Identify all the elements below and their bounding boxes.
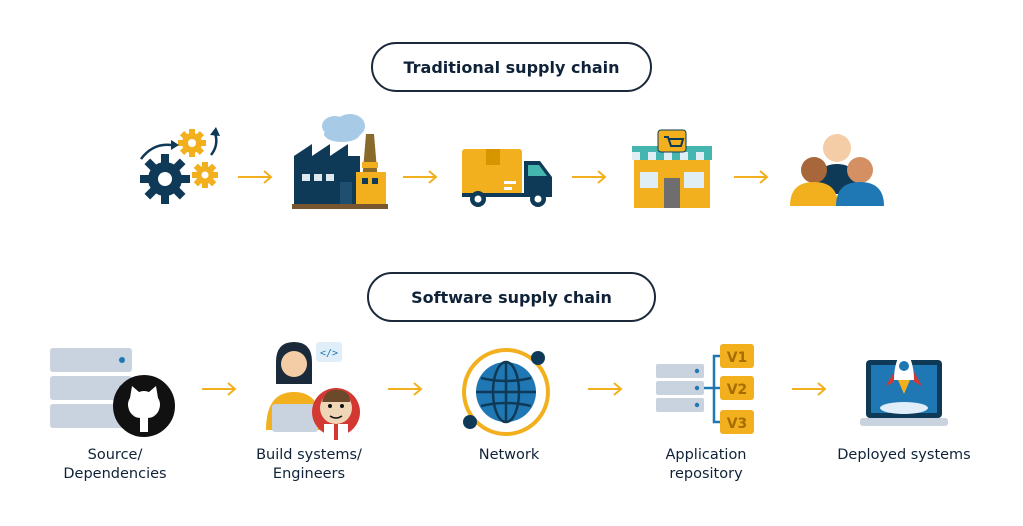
- traditional-supply-chain-title: Traditional supply chain: [371, 42, 652, 92]
- svg-text:</>: </>: [320, 348, 338, 359]
- arrow-right-icon: [388, 382, 423, 396]
- arrow-right-icon: [588, 382, 623, 396]
- stage-label-deployed-systems: Deployed systems: [837, 447, 971, 463]
- store-icon: [632, 129, 712, 208]
- software-supply-chain-title: Software supply chain: [367, 272, 656, 322]
- delivery-truck-icon: [462, 149, 552, 207]
- arrow-right-icon: [238, 170, 273, 184]
- arrow-right-icon: [792, 382, 827, 396]
- gears-icon: [140, 127, 220, 204]
- server-github-icon: [50, 348, 175, 437]
- customers-icon: [790, 134, 884, 206]
- version-label: V2: [727, 382, 748, 398]
- arrow-right-icon: [403, 170, 438, 184]
- arrow-right-icon: [734, 170, 769, 184]
- arrow-right-icon: [202, 382, 237, 396]
- stage-label-build-systems: Build systems/ Engineers: [256, 447, 362, 482]
- stage-label-network: Network: [478, 447, 540, 463]
- factory-icon: [292, 114, 388, 209]
- version-label: V1: [727, 350, 748, 366]
- engineer-jenkins-icon: </>: [266, 342, 360, 440]
- globe-network-icon: [462, 348, 550, 436]
- version-label: V3: [727, 416, 748, 432]
- laptop-rocket-icon: [860, 348, 948, 426]
- arrow-right-icon: [572, 170, 607, 184]
- stage-label-source-dependencies: Source/ Dependencies: [63, 447, 167, 482]
- server-stack-icon: V1 V2 V3: [656, 344, 754, 434]
- server-versions-icon: V1 V2 V3: [654, 342, 758, 438]
- stage-label-application-repository: Application repository: [665, 447, 747, 482]
